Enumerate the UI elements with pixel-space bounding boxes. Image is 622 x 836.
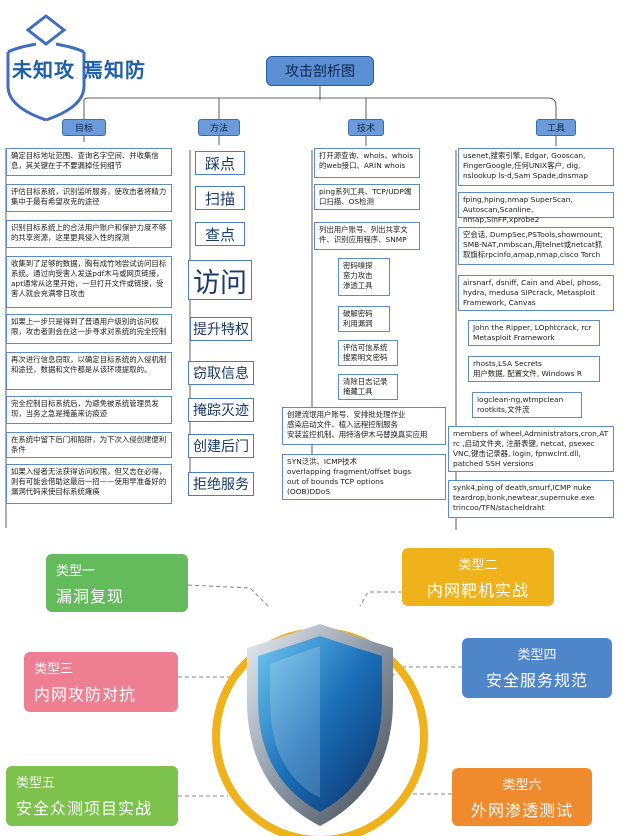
shield-section bbox=[178, 584, 462, 836]
goal-box: 如果入侵者无法获得访问权限，但又志在必得，则有可能会借助这最后一招——使用早准备… bbox=[6, 464, 172, 504]
type-name: 安全众测项目实战 bbox=[16, 799, 153, 818]
shield-logo-icon bbox=[6, 14, 86, 122]
type-label: 类型三 bbox=[34, 662, 74, 677]
type-card-4: 类型四 安全服务规范 bbox=[462, 638, 612, 698]
type-label: 类型六 bbox=[502, 778, 542, 793]
diagram-root: 攻击剖析图 bbox=[266, 56, 374, 86]
tech-box: 创建流氓用户账号、安排批处理作业 感染启动文件、植入远程控制服务 安装监控机制、… bbox=[282, 407, 446, 445]
type-card-2: 类型二 内网靶机实战 bbox=[402, 548, 554, 606]
tech-box: ping系列工具、TCP/UDP端口扫描、OS检测 bbox=[314, 184, 420, 210]
type-label: 类型一 bbox=[56, 564, 96, 579]
tool-box: fping,hping,nmap SuperScan, Autoscan,Sca… bbox=[458, 192, 614, 224]
category-tech: 技术 bbox=[348, 119, 384, 136]
tool-box: John the Ripper, LOphtcrack, rcr Metaspl… bbox=[468, 320, 600, 346]
tool-box: usenet,搜索引擎, Edgar, Gooscan, FingerGoogl… bbox=[458, 148, 614, 186]
tool-box: airsnarf, dsniff, Cain and Abel, phoss, … bbox=[458, 275, 614, 311]
tech-box: 清除日志记录 掩藏工具 bbox=[338, 374, 398, 400]
shield-face-icon bbox=[258, 636, 382, 812]
method-box: 踩点 bbox=[195, 151, 245, 175]
category-goals: 目标 bbox=[62, 119, 106, 136]
goal-box: 在系统中留下后门和陷阱，为下次入侵创建便利条件 bbox=[6, 432, 172, 458]
type-label: 类型五 bbox=[16, 776, 56, 791]
category-methods: 方法 bbox=[198, 119, 240, 136]
tech-box: 评估可信系统 搜索明文密码 bbox=[338, 340, 398, 366]
method-box: 创建后门 bbox=[188, 434, 254, 458]
tool-box: 空会话, DumpSec,PSTools,showmount, SMB-NAT,… bbox=[458, 227, 614, 265]
tool-box: logclean-ng,wtmpclean rootkits,文件流 bbox=[472, 392, 582, 418]
tech-box: 列出用户账号、列出共享文件、识别应用程序、SNMP bbox=[314, 222, 420, 250]
tech-box: 破解密码 利用漏洞 bbox=[338, 306, 390, 332]
type-card-5: 类型五 安全众测项目实战 bbox=[6, 766, 178, 826]
tech-box: 打开源查询、whois、whois的web接口、ARIN whois bbox=[314, 148, 420, 178]
goal-box: 识别目标系统上的合法用户账户和保护力度不够的共享资源，这里更具侵入性的探测 bbox=[6, 220, 172, 248]
method-box: 窃取信息 bbox=[188, 361, 254, 385]
type-card-6: 类型六 外网渗透测试 bbox=[452, 768, 592, 826]
goal-box: 评估目标系统，识别监听服务，使攻击者将精力集中于最有希望攻克的途径 bbox=[6, 184, 172, 212]
method-box: 扫描 bbox=[195, 186, 245, 210]
type-label: 类型四 bbox=[517, 648, 557, 663]
category-tools: 工具 bbox=[536, 119, 576, 136]
type-name: 外网渗透测试 bbox=[470, 801, 573, 820]
type-label: 类型二 bbox=[458, 558, 498, 573]
type-card-3: 类型三 内网攻防对抗 bbox=[24, 652, 178, 712]
tech-box: 密码嗅探 蛮力攻击 渗透工具 bbox=[338, 258, 390, 296]
method-box: 掩踪灭迹 bbox=[188, 398, 254, 422]
goal-box: 确定目标地址范围、查询名字空间、并收集信息，其关键在于不要漏掉任何细节 bbox=[6, 148, 172, 176]
type-name: 漏洞复现 bbox=[56, 587, 125, 606]
goal-box: 如果上一步只是得到了普通用户级别的访问权限，攻击者则会在这一步寻求对系统的完全控… bbox=[6, 314, 172, 344]
type-card-1: 类型一 漏洞复现 bbox=[46, 554, 188, 612]
method-box: 访问 bbox=[188, 260, 252, 300]
goal-box: 再次进行信息窃取，以确定目标系统的入侵机制和途径，数据和文件都是从该环境提取的。 bbox=[6, 352, 172, 390]
method-box: 查点 bbox=[195, 222, 245, 246]
method-box: 提升特权 bbox=[190, 317, 252, 341]
tool-box: members of wheel,Administrators,cron,AT … bbox=[448, 426, 614, 472]
goal-box: 完全控制目标系统后，为避免被系统管理员发现，当务之急是掩盖来访痕迹 bbox=[6, 396, 172, 424]
type-name: 安全服务规范 bbox=[485, 671, 588, 690]
method-box: 拒绝服务 bbox=[188, 472, 254, 496]
logo-text: 未知攻 焉知防 bbox=[12, 58, 146, 82]
type-name: 内网靶机实战 bbox=[426, 581, 529, 600]
type-name: 内网攻防对抗 bbox=[34, 685, 137, 704]
tech-box: SYN泛洪、ICMP技术 overlapping fragment/offset… bbox=[282, 454, 446, 500]
tool-box: synk4,ping of death,smurf,ICMP nuke tear… bbox=[448, 480, 614, 518]
goal-box: 收集到了足够的数据，胸有成竹地尝试访问目标系统。通过向受害人发送pdf木马或网页… bbox=[6, 256, 172, 308]
logo: 未知攻 焉知防 bbox=[6, 8, 176, 122]
tool-box: rhosts,LSA Secrets 用户数据, 配置文件, Windows R bbox=[468, 356, 600, 382]
